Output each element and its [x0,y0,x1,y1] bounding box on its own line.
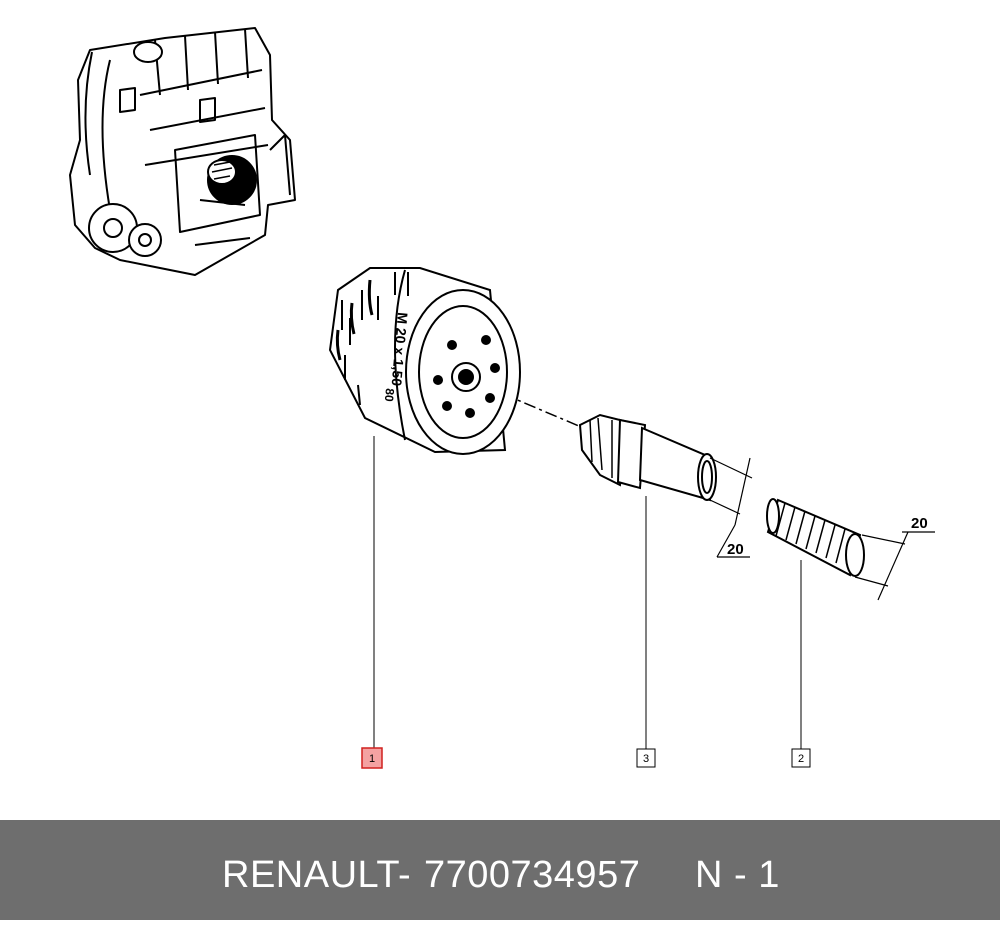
footer-position: N - 1 [695,854,780,896]
leader-lines [373,436,802,749]
callout-1[interactable]: 1 [361,747,383,769]
threaded-adapter [578,413,717,502]
parts-diagram: M 20 x 1,50 80 20 20 1 3 [69,27,935,769]
callout-3-label: 3 [643,753,649,765]
footer-bar: RENAULT - 7700734957 N - 1 [0,820,1000,920]
dimension-lines [709,457,935,601]
footer-part-number: 7700734957 [424,854,641,896]
footer-separator: - [398,854,412,896]
callout-1-label: 1 [369,753,375,765]
threaded-nipple [766,498,865,577]
callout-3[interactable]: 3 [636,748,656,768]
dimension-label-adapter: 20 [727,541,744,558]
callout-2[interactable]: 2 [791,748,811,768]
callout-2-label: 2 [798,753,804,765]
engine-illustration [69,27,296,276]
dimension-label-nipple: 20 [911,515,928,532]
filter-code-marking: 80 [382,388,397,403]
oil-filter [328,267,521,455]
filter-thread-marking: M 20 x 1,50 [389,312,411,387]
footer-brand: RENAULT [222,854,401,896]
